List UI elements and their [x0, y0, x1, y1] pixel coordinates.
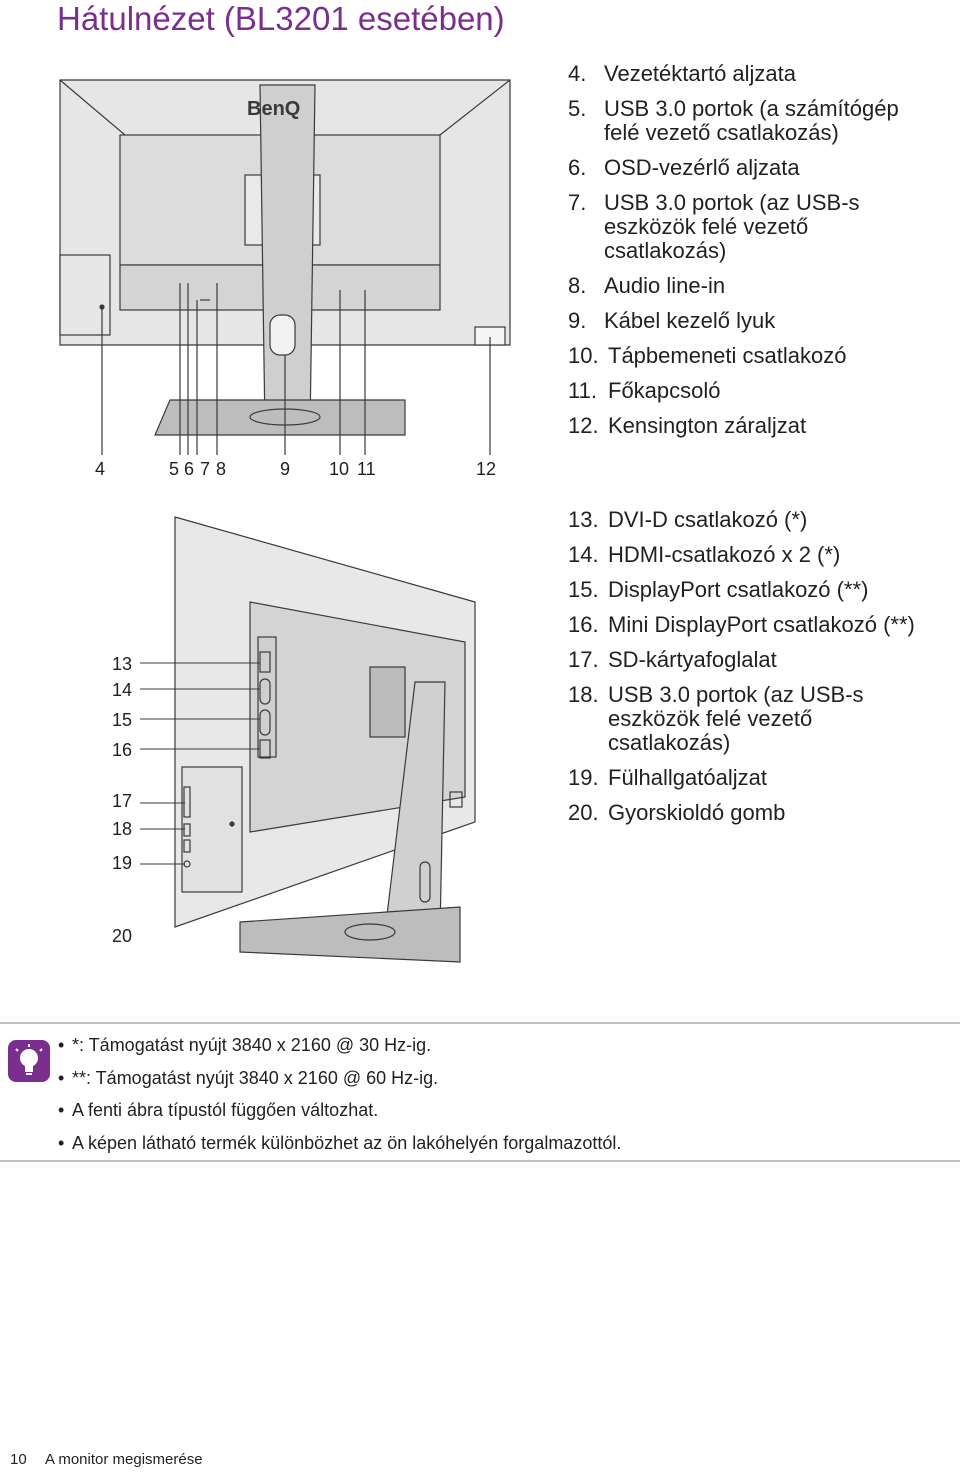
rear-view-illustration: BenQ	[59, 79, 511, 455]
callout-7: 7	[200, 459, 211, 479]
side-view-illustration	[140, 516, 476, 963]
callout-8: 8	[216, 459, 227, 479]
list-item: 15.DisplayPort csatlakozó (**)	[568, 577, 869, 602]
callout-17: 17	[112, 791, 133, 811]
callout-5: 5	[169, 459, 180, 479]
callout-12: 12	[476, 459, 497, 479]
callout-18: 18	[112, 819, 133, 839]
page-title: Hátulnézet (BL3201 esetében)	[57, 0, 505, 37]
callout-14: 14	[112, 680, 133, 700]
lightbulb-icon	[8, 1040, 50, 1082]
list-item: 13.DVI-D csatlakozó (*)	[568, 507, 808, 532]
note-item: A fenti ábra típustól függően változhat.	[58, 1099, 621, 1121]
callout-20: 20	[112, 926, 133, 946]
callout-13: 13	[112, 654, 133, 674]
note-item: A képen látható termék különbözhet az ön…	[58, 1132, 621, 1154]
callout-16: 16	[112, 740, 133, 760]
callout-9: 9	[280, 459, 291, 479]
callout-4: 4	[95, 459, 106, 479]
note-item: *: Támogatást nyújt 3840 x 2160 @ 30 Hz-…	[58, 1034, 621, 1056]
rear-view-legend: 4.Vezetéktartó aljzata 5.USB 3.0 portok …	[568, 62, 899, 449]
list-item: 17.SD-kártyafoglalat	[568, 647, 777, 672]
note-item: **: Támogatást nyújt 3840 x 2160 @ 60 Hz…	[58, 1067, 621, 1089]
notes-list: *: Támogatást nyújt 3840 x 2160 @ 30 Hz-…	[58, 1034, 621, 1164]
list-item: 4.Vezetéktartó aljzata	[568, 61, 797, 86]
callout-6: 6	[184, 459, 195, 479]
side-view-legend: 13.DVI-D csatlakozó (*) 14.HDMI-csatlako…	[568, 508, 915, 836]
list-item: 14.HDMI-csatlakozó x 2 (*)	[568, 542, 841, 567]
callout-15: 15	[112, 710, 133, 730]
list-item: 10.Tápbemeneti csatlakozó	[568, 343, 847, 368]
list-item: 19.Fülhallgatóaljzat	[568, 765, 767, 790]
callout-10: 10	[329, 459, 350, 479]
note-box: *: Támogatást nyújt 3840 x 2160 @ 30 Hz-…	[0, 1022, 960, 1162]
list-item: 16.Mini DisplayPort csatlakozó (**)	[568, 612, 915, 637]
footer-section: A monitor megismerése	[45, 1451, 203, 1468]
footer-page-number: 10	[10, 1451, 27, 1468]
callout-19: 19	[112, 853, 133, 873]
list-item: 11.Főkapcsoló	[568, 378, 721, 403]
callout-11: 11	[357, 459, 376, 479]
list-item: 9.Kábel kezelő lyuk	[568, 308, 776, 333]
list-item: 6.OSD-vezérlő aljzata	[568, 155, 800, 180]
brand-logo: BenQ	[247, 98, 300, 120]
list-item: 20.Gyorskioldó gomb	[568, 800, 786, 825]
list-item: 8.Audio line-in	[568, 273, 726, 298]
list-item: 12.Kensington záraljzat	[568, 413, 807, 438]
